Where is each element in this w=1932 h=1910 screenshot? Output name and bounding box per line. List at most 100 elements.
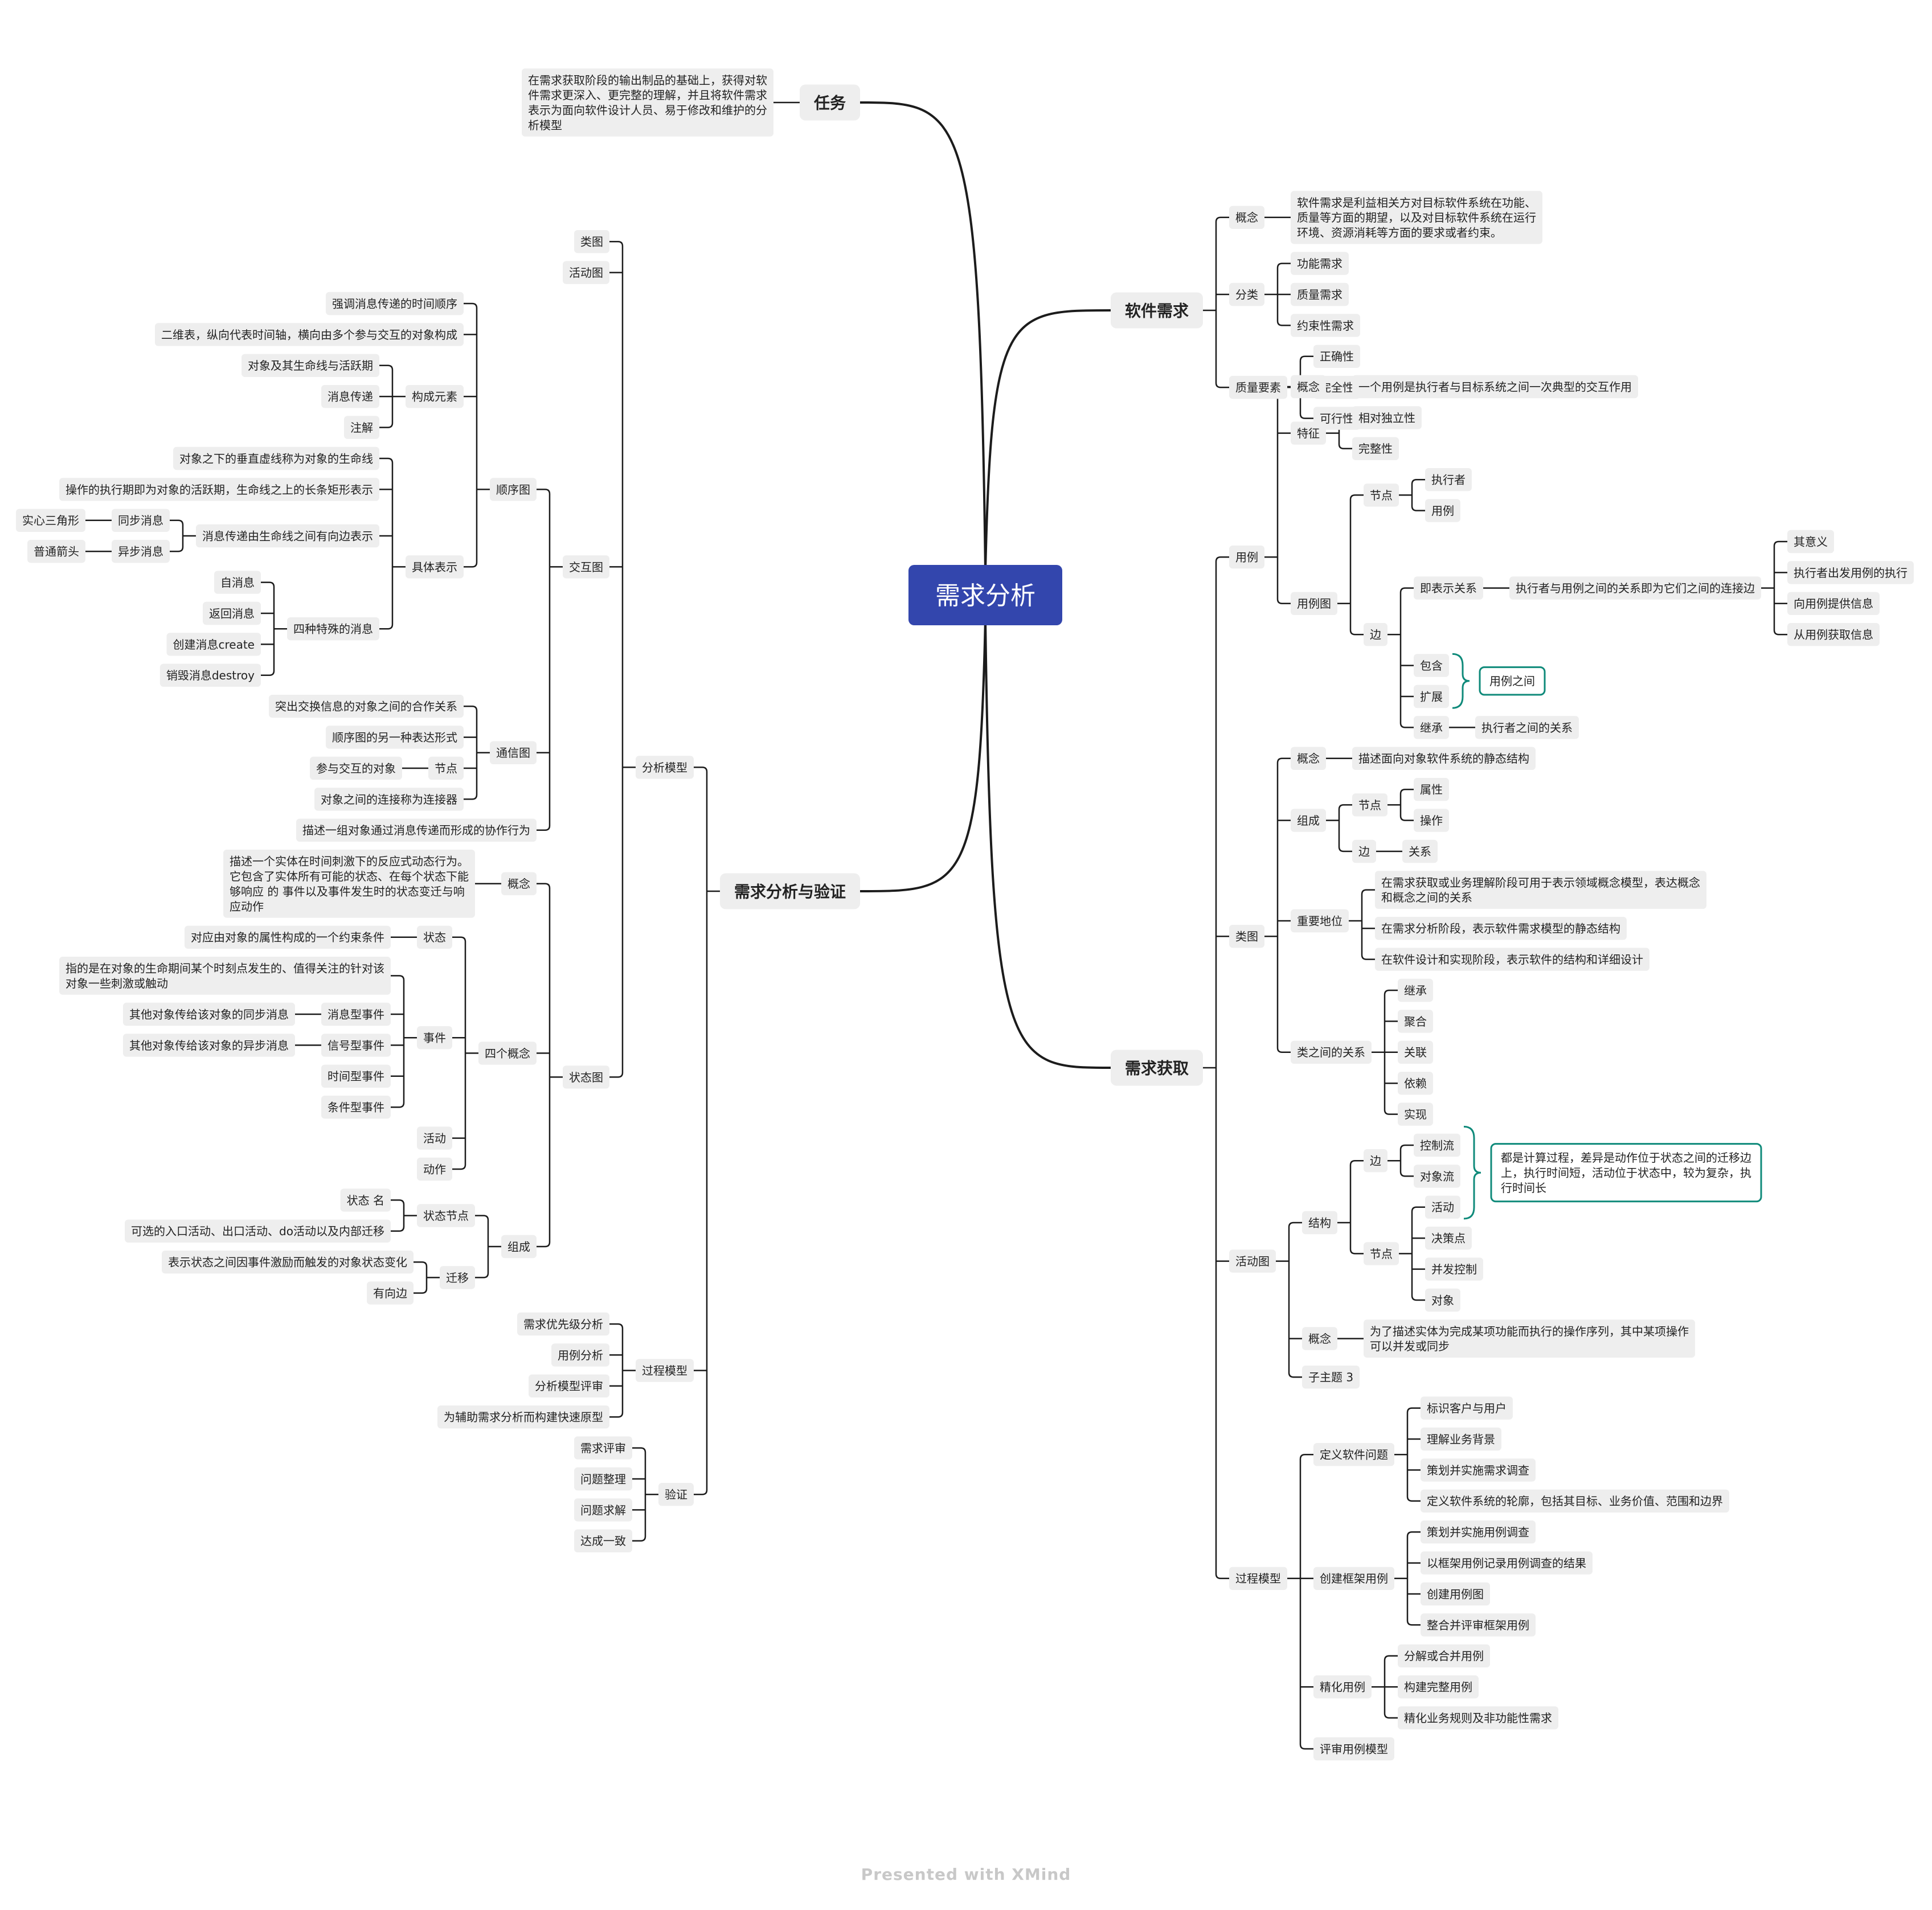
topic-node[interactable]: 属性: [1414, 778, 1450, 801]
topic-node[interactable]: 活动: [416, 1126, 452, 1150]
topic-node[interactable]: 用例: [1425, 499, 1461, 522]
topic-node[interactable]: 事件: [416, 1026, 452, 1050]
topic-node[interactable]: 关联: [1398, 1040, 1434, 1064]
topic-node[interactable]: 为辅助需求分析而构建快速原型: [437, 1405, 609, 1429]
topic-node[interactable]: 策划并实施用例调查: [1421, 1520, 1536, 1544]
topic-node[interactable]: 具体表示: [405, 555, 464, 579]
topic-node[interactable]: 重要地位: [1291, 909, 1349, 933]
topic-node[interactable]: 从用例获取信息: [1787, 623, 1880, 646]
topic-node[interactable]: 分解或合并用例: [1398, 1644, 1491, 1667]
topic-node[interactable]: 以框架用例记录用例调查的结果: [1421, 1551, 1593, 1575]
topic-node[interactable]: 策划并实施需求调查: [1421, 1458, 1536, 1482]
topic-node[interactable]: 创建消息create: [166, 633, 261, 656]
topic-node[interactable]: 突出交换信息的对象之间的合作关系: [268, 695, 464, 718]
topic-node[interactable]: 在需求获取或业务理解阶段可用于表示领域概念模型，表达概念和概念之间的关系: [1375, 871, 1707, 909]
topic-node[interactable]: 操作的执行期即为对象的活跃期，生命线之上的长条矩形表示: [59, 478, 379, 501]
topic-node[interactable]: 在软件设计和实现阶段，表示软件的结构和详细设计: [1375, 948, 1650, 971]
topic-node[interactable]: 交互图: [562, 555, 609, 579]
topic-node[interactable]: 参与交互的对象: [309, 756, 402, 780]
topic-node[interactable]: 约束性需求: [1291, 314, 1361, 337]
topic-node[interactable]: 为了描述实体为完成某项功能而执行的操作序列，其中某项操作可以并发或同步: [1364, 1319, 1696, 1358]
topic-node[interactable]: 包含: [1414, 654, 1450, 677]
topic-node[interactable]: 扩展: [1414, 685, 1450, 708]
topic-node[interactable]: 定义软件问题: [1313, 1443, 1395, 1466]
topic-node[interactable]: 对象: [1425, 1288, 1461, 1312]
topic-node[interactable]: 状态节点: [416, 1204, 475, 1227]
topic-node[interactable]: 实现: [1398, 1102, 1434, 1126]
topic-node[interactable]: 节点: [1352, 793, 1388, 817]
topic-node[interactable]: 子主题 3: [1302, 1366, 1360, 1389]
topic-node[interactable]: 继承: [1398, 978, 1434, 1002]
topic-node[interactable]: 创建框架用例: [1313, 1567, 1395, 1590]
topic-node[interactable]: 定义软件系统的轮廓，包括其目标、业务价值、范围和边界: [1421, 1489, 1730, 1513]
topic-node[interactable]: 节点: [1364, 1242, 1399, 1265]
topic-node[interactable]: 在需求获取阶段的输出制品的基础上，获得对软件需求更深入、更完整的理解，并且将软件…: [521, 68, 773, 137]
topic-node[interactable]: 结构: [1302, 1211, 1338, 1235]
topic-node[interactable]: 迁移: [439, 1266, 475, 1289]
topic-node[interactable]: 同步消息: [111, 509, 170, 532]
topic-node[interactable]: 验证: [658, 1483, 694, 1506]
topic-node[interactable]: 实心三角形: [15, 509, 85, 532]
topic-node[interactable]: 控制流: [1414, 1133, 1461, 1157]
topic-node[interactable]: 指的是在对象的生命期间某个时刻点发生的、值得关注的针对该对象一些刺激或触动: [59, 957, 391, 995]
topic-node[interactable]: 构建完整用例: [1398, 1675, 1479, 1699]
topic-node[interactable]: 状态图: [562, 1065, 609, 1089]
topic-node[interactable]: 问题整理: [574, 1467, 632, 1491]
topic-node[interactable]: 边: [1352, 839, 1377, 863]
topic-node[interactable]: 并发控制: [1425, 1257, 1484, 1281]
topic-node[interactable]: 概念: [1291, 747, 1327, 770]
topic-node[interactable]: 描述一组对象通过消息传递而形成的协作行为: [296, 818, 537, 842]
topic-node[interactable]: 对象流: [1414, 1165, 1461, 1188]
topic-node[interactable]: 强调消息传递的时间顺序: [325, 292, 464, 315]
topic-node[interactable]: 描述面向对象软件系统的静态结构: [1352, 747, 1536, 770]
topic-node[interactable]: 活动图: [1229, 1249, 1276, 1273]
topic-node[interactable]: 完整性: [1352, 437, 1399, 460]
topic-node[interactable]: 条件型事件: [321, 1096, 391, 1119]
topic-node[interactable]: 整合并评审框架用例: [1421, 1613, 1536, 1637]
topic-node[interactable]: 节点: [428, 756, 464, 780]
main-branch-node[interactable]: 需求分析与验证: [719, 873, 860, 909]
topic-node[interactable]: 顺序图的另一种表达形式: [325, 726, 464, 749]
topic-node[interactable]: 类图: [574, 230, 609, 253]
topic-node[interactable]: 概念: [1302, 1327, 1338, 1350]
topic-node[interactable]: 二维表，纵向代表时间轴，横向由多个参与交互的对象构成: [154, 323, 464, 346]
topic-node[interactable]: 质量要素: [1229, 376, 1288, 399]
topic-node[interactable]: 标识客户与用户: [1421, 1396, 1513, 1420]
topic-node[interactable]: 描述一个实体在时间刺激下的反应式动态行为。它包含了实体所有可能的状态、在每个状态…: [223, 850, 475, 918]
topic-node[interactable]: 异步消息: [111, 540, 170, 563]
topic-node[interactable]: 销毁消息destroy: [159, 663, 261, 687]
topic-node[interactable]: 其他对象传给该对象的异步消息: [122, 1034, 295, 1057]
topic-node[interactable]: 消息型事件: [321, 1002, 391, 1026]
topic-node[interactable]: 概念: [1291, 375, 1327, 399]
topic-node[interactable]: 对象之下的垂直虚线称为对象的生命线: [173, 446, 379, 470]
topic-node[interactable]: 活动: [1425, 1195, 1461, 1219]
topic-node[interactable]: 聚合: [1398, 1010, 1434, 1033]
topic-node[interactable]: 消息传递由生命线之间有向边表示: [195, 524, 379, 548]
central-topic[interactable]: 需求分析: [908, 565, 1062, 625]
topic-node[interactable]: 决策点: [1425, 1227, 1472, 1250]
topic-node[interactable]: 精化用例: [1313, 1675, 1372, 1699]
topic-node[interactable]: 消息传递: [321, 385, 379, 408]
topic-node[interactable]: 达成一致: [574, 1529, 632, 1552]
topic-node[interactable]: 精化业务规则及非功能性需求: [1398, 1706, 1559, 1729]
topic-node[interactable]: 节点: [1364, 483, 1399, 507]
topic-node[interactable]: 四种特殊的消息: [286, 617, 379, 641]
main-branch-node[interactable]: 需求获取: [1111, 1050, 1204, 1086]
topic-node[interactable]: 关系: [1402, 839, 1438, 863]
topic-node[interactable]: 过程模型: [1229, 1567, 1288, 1590]
topic-node[interactable]: 软件需求是利益相关方对目标软件系统在功能、质量等方面的期望，以及对目标软件系统在…: [1291, 191, 1543, 244]
topic-node[interactable]: 分析模型评审: [528, 1374, 609, 1397]
topic-node[interactable]: 过程模型: [635, 1359, 694, 1382]
topic-node[interactable]: 信号型事件: [321, 1034, 391, 1057]
summary-node[interactable]: 都是计算过程，差异是动作位于状态之间的迁移边上，执行时间短，活动位于状态中，较为…: [1490, 1143, 1762, 1203]
topic-node[interactable]: 即表示关系: [1414, 576, 1484, 600]
main-branch-node[interactable]: 软件需求: [1111, 292, 1204, 329]
topic-node[interactable]: 需求优先级分析: [517, 1312, 609, 1336]
topic-node[interactable]: 对象之间的连接称为连接器: [314, 788, 464, 811]
topic-node[interactable]: 理解业务背景: [1421, 1427, 1502, 1451]
topic-node[interactable]: 正确性: [1313, 345, 1361, 368]
topic-node[interactable]: 特征: [1291, 421, 1327, 445]
topic-node[interactable]: 执行者之间的关系: [1475, 716, 1579, 739]
topic-node[interactable]: 动作: [416, 1157, 452, 1181]
topic-node[interactable]: 用例图: [1291, 592, 1338, 615]
